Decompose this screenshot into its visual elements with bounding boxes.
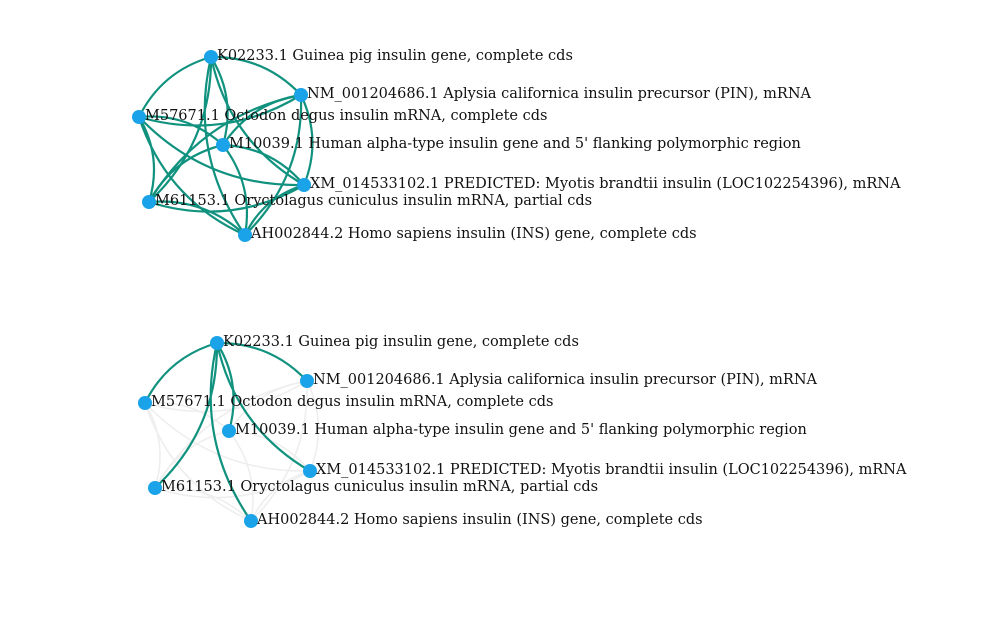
edge-M57671.1-M61153.1 [137, 115, 156, 204]
node-label-XM_014533102.1: XM_014533102.1 PREDICTED: Myotis brandti… [310, 176, 901, 192]
highlighted-edges [143, 341, 312, 523]
node-label-M10039.1: M10039.1 Human alpha-type insulin gene a… [235, 422, 807, 438]
edge-XM_014533102.1-M61153.1 [154, 470, 311, 499]
node-label-AH002844.2: AH002844.2 Homo sapiens insulin (INS) ge… [256, 512, 703, 528]
edge-K02233.1-M10039.1 [209, 55, 229, 147]
node-label-M57671.1: M57671.1 Octodon degus insulin mRNA, com… [151, 394, 553, 410]
highlighted-edges [137, 55, 314, 237]
node-label-NM_001204686.1: NM_001204686.1 Aplysia californica insul… [307, 86, 812, 102]
edge-K02233.1-M61153.1 [147, 55, 213, 204]
node-label-M61153.1: M61153.1 Oryctolagus cuniculus insulin m… [161, 479, 598, 495]
node-K02233.1[interactable] [210, 336, 224, 350]
edge-M10039.1-M61153.1 [147, 143, 225, 204]
network-graph-focused: K02233.1 Guinea pig insulin gene, comple… [138, 334, 907, 528]
node-NM_001204686.1[interactable] [294, 88, 308, 102]
edge-M57671.1-XM_014533102.1 [137, 115, 306, 187]
edge-M61153.1-AH002844.2 [154, 486, 252, 522]
edge-NM_001204686.1-XM_014533102.1 [306, 380, 320, 472]
node-M10039.1[interactable] [216, 138, 230, 152]
edge-K02233.1-NM_001204686.1 [215, 341, 309, 383]
node-XM_014533102.1[interactable] [303, 464, 317, 478]
edge-NM_001204686.1-XM_014533102.1 [299, 93, 314, 187]
edge-NM_001204686.1-AH002844.2 [243, 93, 303, 237]
node-NM_001204686.1[interactable] [300, 374, 314, 388]
node-label-M57671.1: M57671.1 Octodon degus insulin mRNA, com… [145, 108, 547, 124]
node-M61153.1[interactable] [148, 481, 162, 495]
graph-nodes [138, 336, 317, 528]
edge-NM_001204686.1-AH002844.2 [250, 380, 308, 522]
node-AH002844.2[interactable] [244, 514, 258, 528]
node-M57671.1[interactable] [132, 110, 146, 124]
node-label-M10039.1: M10039.1 Human alpha-type insulin gene a… [229, 136, 801, 152]
edge-M10039.1-XM_014533102.1 [221, 143, 306, 187]
node-M10039.1[interactable] [222, 424, 236, 438]
edge-M10039.1-XM_014533102.1 [228, 430, 311, 472]
edge-NM_001204686.1-M57671.1 [137, 93, 303, 127]
edge-XM_014533102.1-AH002844.2 [250, 470, 311, 522]
edge-K02233.1-M10039.1 [215, 341, 235, 433]
edge-M57671.1-M10039.1 [137, 115, 225, 147]
edge-M10039.1-AH002844.2 [221, 143, 249, 237]
edge-K02233.1-NM_001204686.1 [209, 55, 303, 97]
faded-edges [144, 380, 320, 522]
node-label-XM_014533102.1: XM_014533102.1 PREDICTED: Myotis brandti… [316, 462, 907, 478]
edge-M57671.1-M10039.1 [144, 401, 230, 432]
edge-K02233.1-M61153.1 [153, 341, 219, 490]
edge-M57671.1-M61153.1 [144, 402, 161, 489]
edge-K02233.1-AH002844.2 [209, 341, 253, 523]
node-label-K02233.1: K02233.1 Guinea pig insulin gene, comple… [217, 48, 573, 64]
edge-M10039.1-AH002844.2 [228, 430, 254, 522]
node-label-M61153.1: M61153.1 Oryctolagus cuniculus insulin m… [155, 193, 592, 209]
edge-XM_014533102.1-AH002844.2 [243, 183, 306, 237]
node-label-NM_001204686.1: NM_001204686.1 Aplysia californica insul… [313, 372, 818, 388]
edge-NM_001204686.1-M57671.1 [144, 380, 308, 413]
node-M57671.1[interactable] [138, 396, 152, 410]
node-label-K02233.1: K02233.1 Guinea pig insulin gene, comple… [223, 334, 579, 350]
edge-XM_014533102.1-M61153.1 [147, 183, 306, 213]
node-XM_014533102.1[interactable] [297, 178, 311, 192]
node-labels: K02233.1 Guinea pig insulin gene, comple… [151, 334, 907, 528]
edge-M57671.1-AH002844.2 [137, 115, 247, 237]
edge-K02233.1-M57671.1 [143, 341, 219, 405]
edge-K02233.1-M57671.1 [137, 55, 213, 119]
edge-M57671.1-AH002844.2 [144, 402, 252, 522]
node-AH002844.2[interactable] [238, 228, 252, 242]
node-labels: K02233.1 Guinea pig insulin gene, comple… [145, 48, 901, 242]
network-graph-full: K02233.1 Guinea pig insulin gene, comple… [132, 48, 901, 242]
node-M61153.1[interactable] [142, 195, 156, 209]
node-K02233.1[interactable] [204, 50, 218, 64]
edge-K02233.1-XM_014533102.1 [215, 341, 312, 473]
node-label-AH002844.2: AH002844.2 Homo sapiens insulin (INS) ge… [250, 226, 697, 242]
graph-nodes [132, 50, 311, 242]
edge-M61153.1-AH002844.2 [147, 200, 247, 237]
